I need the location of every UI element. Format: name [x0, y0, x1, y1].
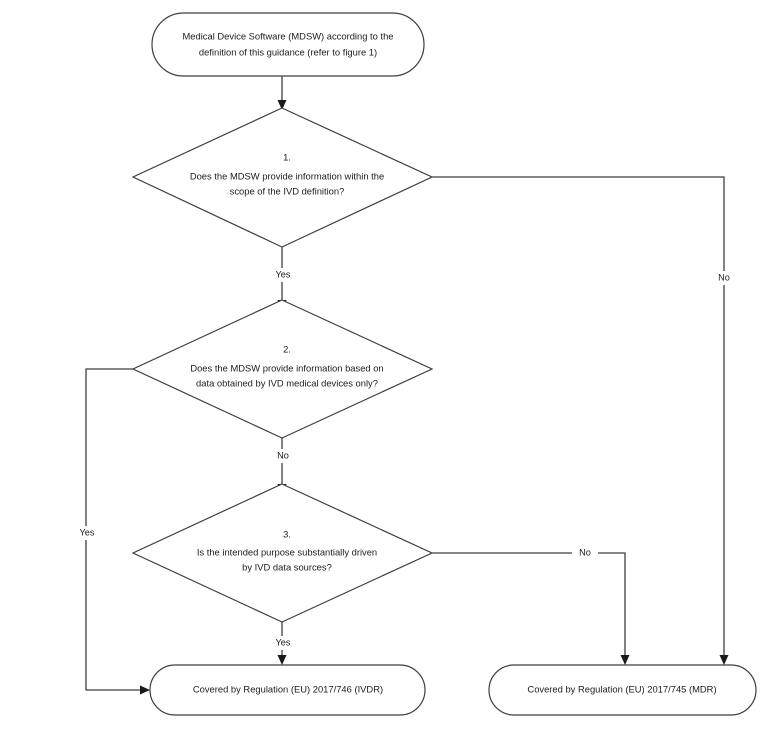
d3-no-label-bg — [572, 546, 598, 560]
edge-decision3-no — [432, 552, 626, 658]
edge-label-decision3-yes: Yes — [276, 637, 291, 647]
edge-label-layer: Yes No Yes No Yes No — [73, 268, 737, 650]
edge-decision1-no — [432, 176, 725, 658]
node-decision2: 2. Does the MDSW provide information bas… — [131, 299, 434, 439]
arrowhead-decision2-yes — [140, 685, 150, 695]
start-label-line2: definition of this guidance (refer to fi… — [199, 46, 377, 57]
decision2-shape — [131, 299, 434, 439]
decision2-label-line2: data obtained by IVD medical devices onl… — [196, 377, 378, 388]
arrowhead-start-to-decision1 — [277, 100, 287, 110]
arrowhead-decision1-no — [719, 655, 729, 665]
decision2-number: 2. — [283, 343, 291, 354]
decision3-label-line2: by IVD data sources? — [242, 561, 332, 572]
node-outcome-mdr: Covered by Regulation (EU) 2017/745 (MDR… — [488, 664, 757, 716]
decision3-shape — [131, 483, 434, 623]
start-shape — [151, 12, 425, 77]
edge-label-decision3-no: No — [579, 547, 591, 557]
outcome-mdr-label: Covered by Regulation (EU) 2017/745 (MDR… — [527, 683, 716, 694]
start-label-line1: Medical Device Software (MDSW) according… — [182, 30, 393, 41]
outcome-mdr-shape — [488, 664, 757, 716]
edge-label-decision2-yes: Yes — [80, 527, 95, 537]
outcome-ivdr-shape — [149, 664, 426, 716]
d1-no-label-bg — [711, 271, 737, 285]
decision1-number: 1. — [283, 151, 291, 162]
edge-label-decision2-no: No — [277, 450, 289, 460]
node-decision1: 1. Does the MDSW provide information wit… — [131, 107, 434, 248]
decision3-label-line1: Is the intended purpose substantially dr… — [197, 546, 377, 557]
node-start: Medical Device Software (MDSW) according… — [151, 12, 425, 77]
decision1-shape — [131, 107, 434, 248]
d2-no-label-bg — [270, 449, 296, 463]
edge-label-decision1-yes: Yes — [276, 269, 291, 279]
node-decision3: 3. Is the intended purpose substantially… — [131, 483, 434, 623]
decision3-number: 3. — [283, 528, 291, 539]
decision1-label-line2: scope of the IVD definition? — [230, 185, 345, 196]
outcome-ivdr-label: Covered by Regulation (EU) 2017/746 (IVD… — [193, 683, 383, 694]
edge-label-decision1-no: No — [718, 272, 730, 282]
node-outcome-ivdr: Covered by Regulation (EU) 2017/746 (IVD… — [149, 664, 426, 716]
decision2-label-line1: Does the MDSW provide information based … — [190, 362, 383, 373]
arrowhead-decision3-yes — [277, 655, 287, 665]
d2-yes-label-bg — [73, 526, 101, 540]
d1-yes-label-bg — [269, 268, 297, 282]
d3-yes-label-bg — [269, 636, 297, 650]
decision1-label-line1: Does the MDSW provide information within… — [190, 170, 384, 181]
arrowhead-decision3-no — [620, 655, 630, 665]
